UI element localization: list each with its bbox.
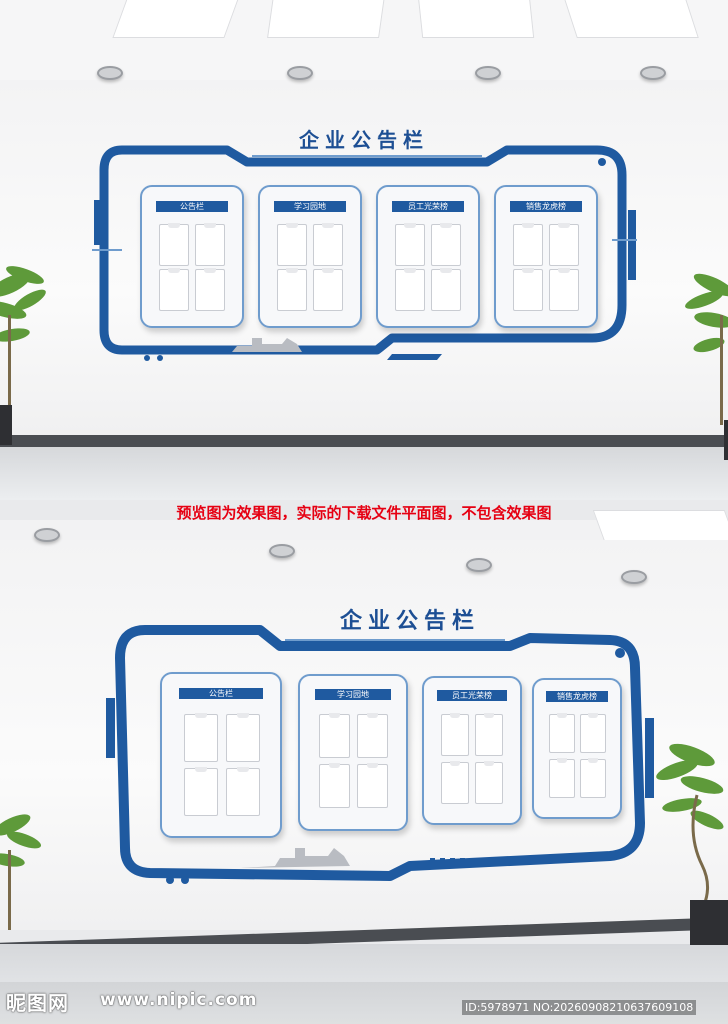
potted-plant-icon: [0, 255, 60, 469]
ceiling-lamp-icon: [97, 66, 123, 80]
panel-label: 销售龙虎榜: [546, 691, 608, 702]
poster-slot: [549, 713, 575, 753]
poster-slot: [195, 223, 225, 266]
potted-plant-icon: [0, 800, 52, 954]
poster-slot: [431, 223, 461, 266]
panel-study: 学习园地: [258, 185, 362, 328]
poster-slot: [549, 268, 579, 311]
bulletin-board-frame: [100, 618, 660, 893]
potted-plant-icon: [684, 255, 728, 469]
ceiling-lamp-icon: [621, 570, 647, 584]
poster-slot: [357, 713, 388, 758]
panel-label: 公告栏: [156, 201, 228, 212]
poster-slot: [357, 763, 388, 808]
poster-slot: [549, 223, 579, 266]
poster-slot: [313, 223, 343, 266]
panel-label: 学习园地: [274, 201, 346, 212]
poster-slot: [184, 713, 218, 762]
poster-slot: [513, 268, 543, 311]
poster-slot: [159, 223, 189, 266]
watermark-bar: [0, 982, 728, 1024]
poster-slot: [159, 268, 189, 311]
poster-slot: [184, 767, 218, 816]
watermark-logo: 昵图网: [6, 991, 69, 1015]
panel-label: 公告栏: [178, 688, 264, 699]
panel-notice: 公告栏: [140, 185, 244, 328]
bulletin-board-frame: [92, 140, 640, 370]
ceiling-lamp-icon: [287, 66, 313, 80]
panel-sales: 销售龙虎榜: [494, 185, 598, 328]
poster-slot: [277, 223, 307, 266]
poster-slot: [277, 268, 307, 311]
panel-honor: 员工光荣榜: [376, 185, 480, 328]
preview-scene-top: 企业公告栏 公告栏 学习园地 员工光荣榜 销售龙虎榜: [0, 0, 728, 500]
poster-slot: [475, 761, 503, 804]
poster-slot: [226, 767, 260, 816]
skylight: [417, 0, 535, 38]
watermark-id: ID:5978971 NO:20260908210637609108: [462, 1000, 697, 1015]
panel-label: 销售龙虎榜: [510, 201, 582, 212]
poster-slot: [441, 761, 469, 804]
panel-notice: 公告栏: [160, 672, 282, 838]
ceiling-lamp-icon: [475, 66, 501, 80]
floor: [0, 944, 728, 1024]
panel-label: 员工光荣榜: [437, 690, 507, 701]
baseboard: [0, 435, 728, 447]
poster-slot: [475, 713, 503, 756]
wall: [0, 80, 728, 435]
poster-slot: [395, 223, 425, 266]
poster-slot: [580, 713, 606, 753]
poster-slot: [580, 758, 606, 798]
poster-slot: [226, 713, 260, 762]
preview-notice: 预览图为效果图，实际的下载文件平面图，不包含效果图: [176, 504, 552, 522]
skylight: [563, 0, 699, 38]
panel-honor: 员工光荣榜: [422, 676, 522, 825]
panel-label: 员工光荣榜: [392, 201, 464, 212]
ceiling-lamp-icon: [640, 66, 666, 80]
poster-slot: [319, 713, 350, 758]
watermark-site: www.nipic.com: [100, 990, 258, 1010]
poster-slot: [395, 268, 425, 311]
poster-slot: [441, 713, 469, 756]
panel-sales: 销售龙虎榜: [532, 678, 622, 819]
ceiling-lamp-icon: [466, 558, 492, 572]
floor: [0, 447, 728, 500]
poster-slot: [313, 268, 343, 311]
ceiling-lamp-icon: [34, 528, 60, 542]
panel-study: 学习园地: [298, 674, 408, 831]
board-title: 企业公告栏: [299, 128, 429, 152]
potted-plant-icon: [652, 725, 728, 959]
preview-scene-bottom: 企业公告栏 公告栏 学习园地 员工光荣榜 销售龙虎榜: [0, 500, 728, 1024]
poster-slot: [431, 268, 461, 311]
ceiling-lamp-icon: [269, 544, 295, 558]
poster-slot: [513, 223, 543, 266]
panel-label: 学习园地: [314, 689, 392, 700]
skylight: [267, 0, 385, 38]
board-title: 企业公告栏: [339, 609, 480, 634]
poster-slot: [195, 268, 225, 311]
skylight: [112, 0, 240, 38]
poster-slot: [549, 758, 575, 798]
poster-slot: [319, 763, 350, 808]
